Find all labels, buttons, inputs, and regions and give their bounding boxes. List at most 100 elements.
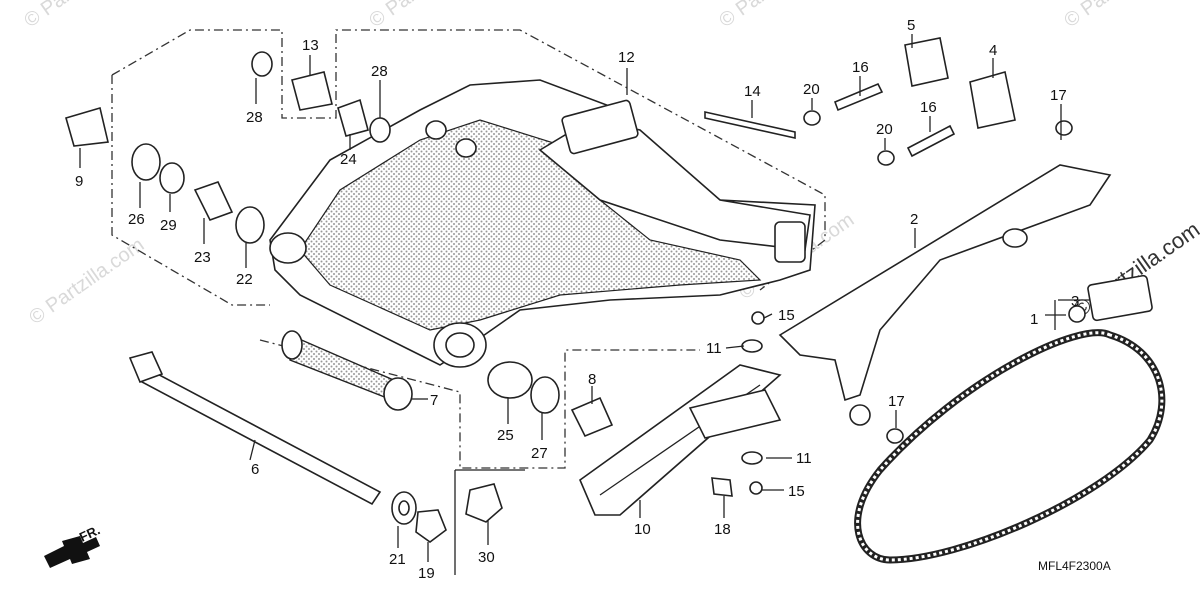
swingarm: [269, 79, 816, 368]
bolt-16-top: [833, 82, 884, 112]
chain-adjuster-slot: [561, 99, 639, 155]
nut-19: [415, 509, 447, 543]
callout-30: 30: [478, 549, 495, 566]
watermark: © Partzilla.com: [20, 0, 143, 32]
bearing-25: [487, 361, 533, 399]
callout-2: 2: [910, 211, 918, 228]
callout-15-top: 15: [778, 307, 795, 324]
swingarm-group-outline: [111, 29, 826, 291]
bearing-28-top: [251, 51, 273, 77]
plate-4: [969, 70, 1016, 129]
pivot-shaft-head: [128, 351, 164, 384]
callout-23: 23: [194, 249, 211, 266]
master-link-kit: [1087, 274, 1153, 322]
seal-26: [131, 143, 161, 181]
pivot-group-outline: [259, 339, 700, 469]
pivot-boss-left: [269, 232, 307, 264]
bolt-18: [711, 477, 733, 497]
bolt-16: [906, 124, 956, 158]
diagram-code: MFL4F2300A: [1038, 559, 1111, 573]
callout-21: 21: [389, 551, 406, 568]
clip-29: [159, 162, 185, 194]
callout-18: 18: [714, 521, 731, 538]
watermark: © Partzilla.com: [715, 0, 838, 32]
shock-mount-left: [425, 120, 447, 140]
direction-label: FR.: [77, 522, 102, 544]
callout-15: 15: [788, 483, 805, 500]
callout-24: 24: [340, 151, 357, 168]
chain-case: [778, 164, 1112, 426]
callout-8: 8: [588, 371, 596, 388]
chain-slider-strip-14: [704, 111, 796, 139]
callout-11: 11: [796, 450, 812, 467]
callout-28: 28: [371, 63, 388, 80]
callout-6: 6: [251, 461, 259, 478]
seal-27: [530, 376, 560, 414]
callout-17-top: 17: [1050, 87, 1067, 104]
nut-30: [465, 483, 503, 523]
callout-14: 14: [744, 83, 761, 100]
chain-case-lower-mount: [849, 404, 871, 426]
drive-chain: [854, 274, 1166, 564]
chain-case-body: [778, 164, 1112, 402]
nut-20-top: [803, 110, 821, 126]
chain-case-mount: [1002, 228, 1028, 248]
callout-26: 26: [128, 211, 145, 228]
callout-7: 7: [430, 392, 438, 409]
pivot-shaft-body: [140, 368, 382, 506]
pivot-tube-end-right: [383, 377, 413, 411]
bearing-22: [235, 206, 265, 244]
small-parts: [65, 37, 1086, 543]
bolt-15: [749, 481, 763, 495]
pivot-tube-end: [281, 330, 303, 360]
callout-4: 4: [989, 42, 997, 59]
axle-slot: [774, 221, 806, 263]
collar-8: [570, 396, 614, 438]
swingarm-group-outline-left: [111, 75, 270, 306]
callout-20: 20: [876, 121, 893, 138]
callout-19: 19: [418, 565, 435, 582]
pivot-shaft: [128, 351, 382, 506]
chain-loop: [854, 329, 1166, 564]
pivot-tube: [281, 330, 413, 411]
chain-slider: [579, 364, 782, 516]
leader-lines: [79, 34, 1090, 562]
callout-16-top: 16: [852, 59, 869, 76]
callout-5: 5: [907, 17, 915, 34]
watermark: © Partzilla.com: [25, 234, 148, 329]
clip-11: [741, 451, 763, 465]
callout-29: 29: [160, 217, 177, 234]
screw-17: [886, 428, 904, 444]
callouts: 1 2 3 4 5 6 7 8 9 10 11 11 12 13 14 15 1…: [75, 17, 1079, 582]
callout-17: 17: [888, 393, 905, 410]
collar-13: [291, 71, 333, 111]
callout-9: 9: [75, 173, 83, 190]
bearing-23: [193, 181, 234, 221]
callout-27: 27: [531, 445, 548, 462]
nut-20: [877, 150, 895, 166]
shock-mount-right: [455, 138, 477, 158]
collar-9: [65, 106, 109, 147]
callout-13: 13: [302, 37, 319, 54]
bearing-28: [369, 117, 391, 143]
front-arrow-icon: [44, 536, 100, 568]
callout-3: 3: [1071, 293, 1079, 310]
callout-20-top: 20: [803, 81, 820, 98]
callout-11-top: 11: [706, 340, 722, 357]
plate-5: [904, 37, 949, 87]
callout-22: 22: [236, 271, 253, 288]
group-outlines: [111, 29, 826, 575]
callout-12: 12: [618, 49, 635, 66]
watermark: © Partzilla.com: [1060, 0, 1183, 32]
callout-16: 16: [920, 99, 937, 116]
pivot-bore: [445, 332, 475, 358]
chain-slider-tab: [688, 389, 782, 439]
callout-1: 1: [1030, 311, 1038, 328]
screw-17-top: [1055, 120, 1073, 136]
callout-25: 25: [497, 427, 514, 444]
clip-11-top: [741, 339, 763, 353]
callout-28-left: 28: [246, 109, 263, 126]
clip-3: [1068, 305, 1086, 323]
front-direction-indicator: FR.: [44, 522, 102, 568]
